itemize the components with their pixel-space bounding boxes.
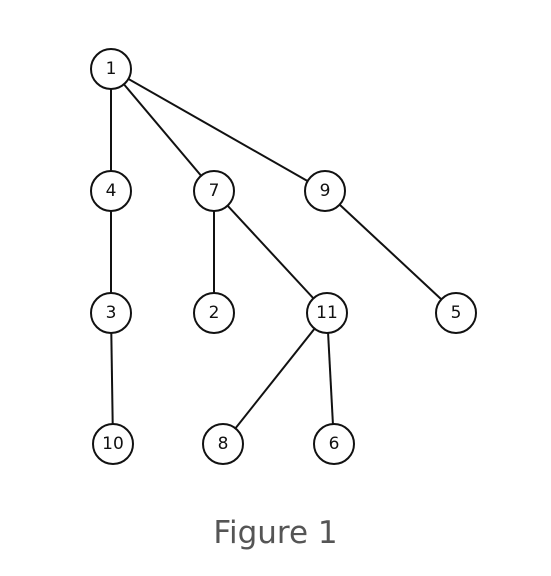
edge-3-10	[110, 312, 114, 445]
node-label: 8	[218, 434, 229, 454]
node-8: 8	[202, 423, 244, 465]
node-circle	[202, 423, 244, 465]
node-circle	[313, 423, 355, 465]
node-11: 11	[306, 292, 348, 334]
node-label: 4	[106, 181, 117, 201]
node-2: 2	[193, 292, 235, 334]
node-label: 9	[320, 181, 331, 201]
node-circle	[435, 292, 477, 334]
node-6: 6	[313, 423, 355, 465]
node-label: 3	[106, 303, 117, 323]
node-7: 7	[193, 170, 235, 212]
node-circle	[306, 292, 348, 334]
node-circle	[304, 170, 346, 212]
node-3: 3	[90, 292, 132, 334]
node-circle	[193, 170, 235, 212]
node-label: 1	[106, 59, 117, 79]
node-4: 4	[90, 170, 132, 212]
edge-1-9	[110, 68, 326, 192]
node-label: 6	[329, 434, 340, 454]
edge-11-6	[326, 312, 335, 445]
node-circle	[193, 292, 235, 334]
node-10: 10	[92, 423, 134, 465]
node-label: 5	[451, 303, 462, 323]
tree-edges	[110, 68, 457, 445]
edge-1-7	[110, 68, 215, 192]
node-circle	[90, 292, 132, 334]
node-circle	[90, 170, 132, 212]
node-5: 5	[435, 292, 477, 334]
node-label: 2	[209, 303, 220, 323]
node-label: 7	[209, 181, 220, 201]
figure-caption: Figure 1	[213, 515, 338, 551]
node-circle	[90, 48, 132, 90]
edge-7-11	[213, 190, 328, 314]
edge-11-8	[222, 312, 328, 445]
node-label: 11	[316, 303, 338, 323]
edge-9-5	[324, 190, 457, 314]
node-1: 1	[90, 48, 132, 90]
tree-nodes: 1 4 7 9 3 2 11 5 10 8 6	[90, 48, 477, 465]
node-9: 9	[304, 170, 346, 212]
node-circle	[92, 423, 134, 465]
node-label: 10	[102, 434, 124, 454]
